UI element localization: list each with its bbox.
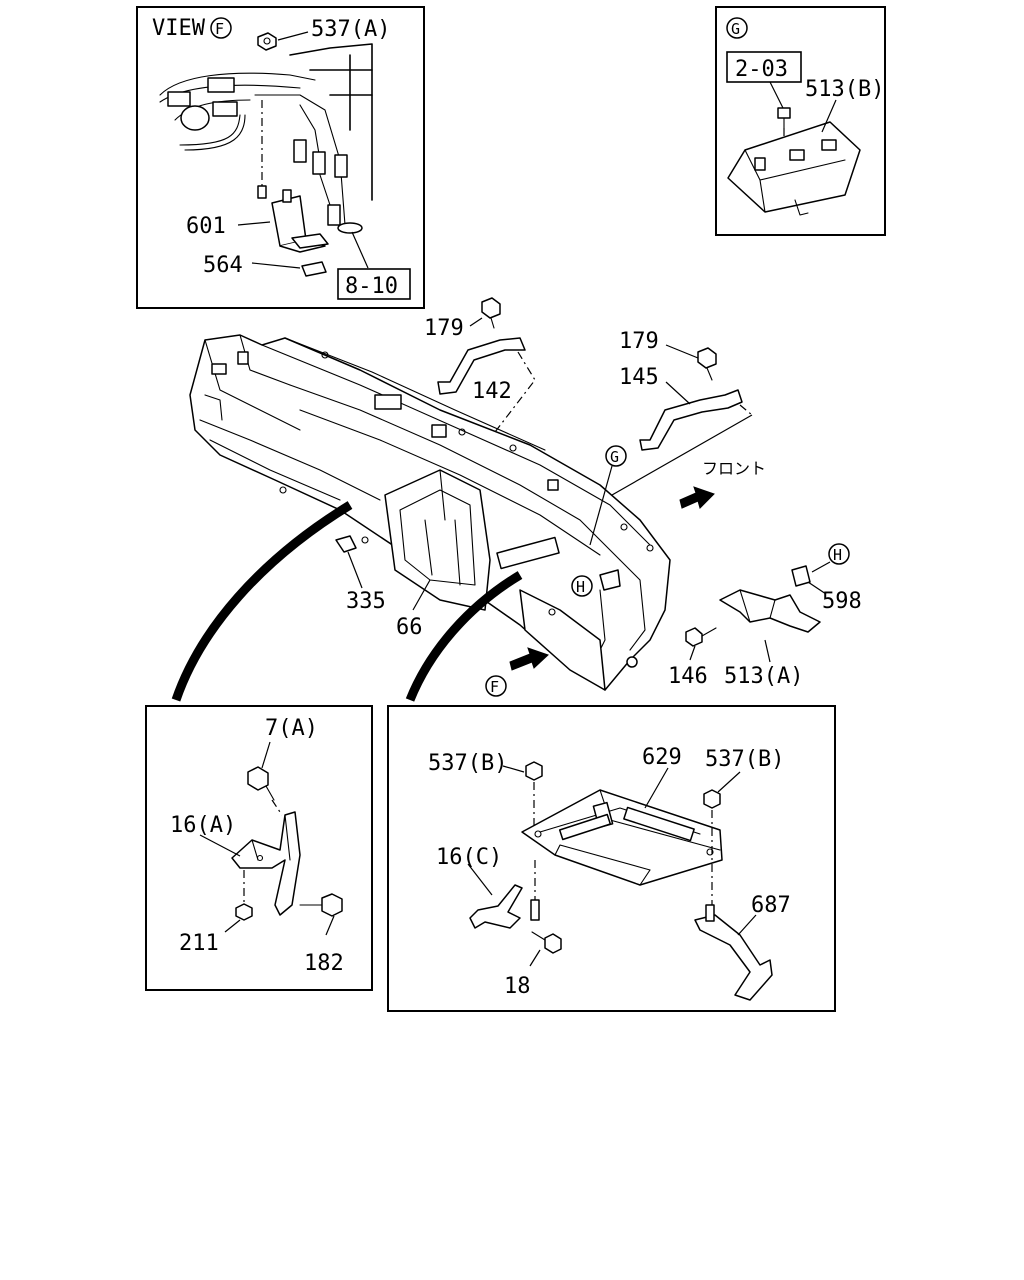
view-g-letter: G [731, 20, 740, 38]
ref-8-10: 8-10 [345, 274, 398, 299]
label-513a: 513(A) [724, 664, 803, 689]
callout-h-right-letter: H [833, 546, 842, 564]
view-f-frame [136, 6, 425, 309]
module-629 [521, 789, 723, 886]
view-g-circle [726, 17, 748, 39]
callout-f-letter: F [490, 678, 499, 696]
stud-16c [530, 899, 540, 921]
clip-335 [335, 535, 357, 553]
label-537b-right: 537(B) [705, 747, 784, 772]
dashboard-cross-member-assembly [189, 334, 671, 691]
callout-f [485, 675, 507, 697]
label-66: 66 [396, 615, 423, 640]
ref-8-10-box [337, 268, 411, 300]
clip-598 [791, 565, 811, 587]
label-211: 211 [179, 931, 219, 956]
link-curve-right [405, 571, 523, 702]
brace-142 [437, 297, 536, 433]
frame-lower-brace [519, 589, 606, 691]
front-arrow-icon [679, 486, 715, 509]
bracket-687 [694, 904, 773, 1001]
bolt-2-03 [777, 107, 791, 160]
bracket-513b [727, 121, 861, 216]
label-564: 564 [203, 253, 243, 278]
label-601: 601 [186, 214, 226, 239]
label-537a: 537(A) [311, 17, 390, 42]
label-179-right: 179 [619, 329, 659, 354]
label-16c: 16(C) [436, 845, 502, 870]
label-18: 18 [504, 974, 531, 999]
view-f-title: VIEW [152, 16, 206, 41]
clip-at-h [599, 569, 621, 591]
label-16a: 16(A) [170, 813, 236, 838]
label-687: 687 [751, 893, 791, 918]
bolt-179-right [697, 347, 717, 381]
view-f-letter: F [215, 20, 224, 38]
nut-537b-right [703, 789, 721, 809]
label-513b: 513(B) [805, 77, 884, 102]
nut-537b-left [525, 761, 543, 781]
bracket-16a [231, 811, 301, 916]
bracket-513a [719, 589, 821, 633]
label-598: 598 [822, 589, 862, 614]
view-f-circle [210, 17, 232, 39]
callout-h-main-letter: H [576, 578, 585, 596]
nut-537a [257, 32, 277, 51]
bolt-179-left [481, 297, 501, 329]
ref-2-03-box [726, 51, 802, 83]
bolt-182 [299, 893, 343, 917]
bolt-18 [531, 931, 562, 954]
relay-601 [257, 185, 329, 253]
brace-145 [611, 347, 753, 496]
nut-211 [235, 903, 253, 921]
callout-g [605, 445, 627, 467]
ref-2-03: 2-03 [735, 57, 788, 82]
view-f-panel: VIEW F [136, 6, 425, 309]
detail-right-panel: 537(B) 629 537(B) [387, 705, 836, 1012]
bolt-7a [247, 766, 275, 801]
bracket-16c [469, 884, 523, 929]
label-335: 335 [346, 589, 386, 614]
center-stack-66 [384, 469, 491, 611]
label-182: 182 [304, 951, 344, 976]
callout-h-right [828, 543, 850, 565]
link-curve-left [171, 501, 353, 702]
label-146: 146 [668, 664, 708, 689]
wiring-harness-drawing [159, 43, 373, 234]
label-7a: 7(A) [265, 716, 318, 741]
callout-g-letter: G [610, 448, 619, 466]
callout-h-main [571, 575, 593, 597]
label-142: 142 [472, 379, 512, 404]
front-label: フロント [702, 459, 766, 478]
view-f-arrow-icon [509, 647, 549, 671]
clip-564 [301, 261, 327, 277]
label-537b-left: 537(B) [428, 751, 507, 776]
detail-left-panel: 7(A) 16(A) 211 182 [145, 705, 373, 991]
label-629: 629 [642, 745, 682, 770]
view-g-panel: G 2-03 513(B) [715, 6, 886, 236]
screw-146 [685, 627, 717, 647]
label-145: 145 [619, 365, 659, 390]
label-179-left: 179 [424, 316, 464, 341]
